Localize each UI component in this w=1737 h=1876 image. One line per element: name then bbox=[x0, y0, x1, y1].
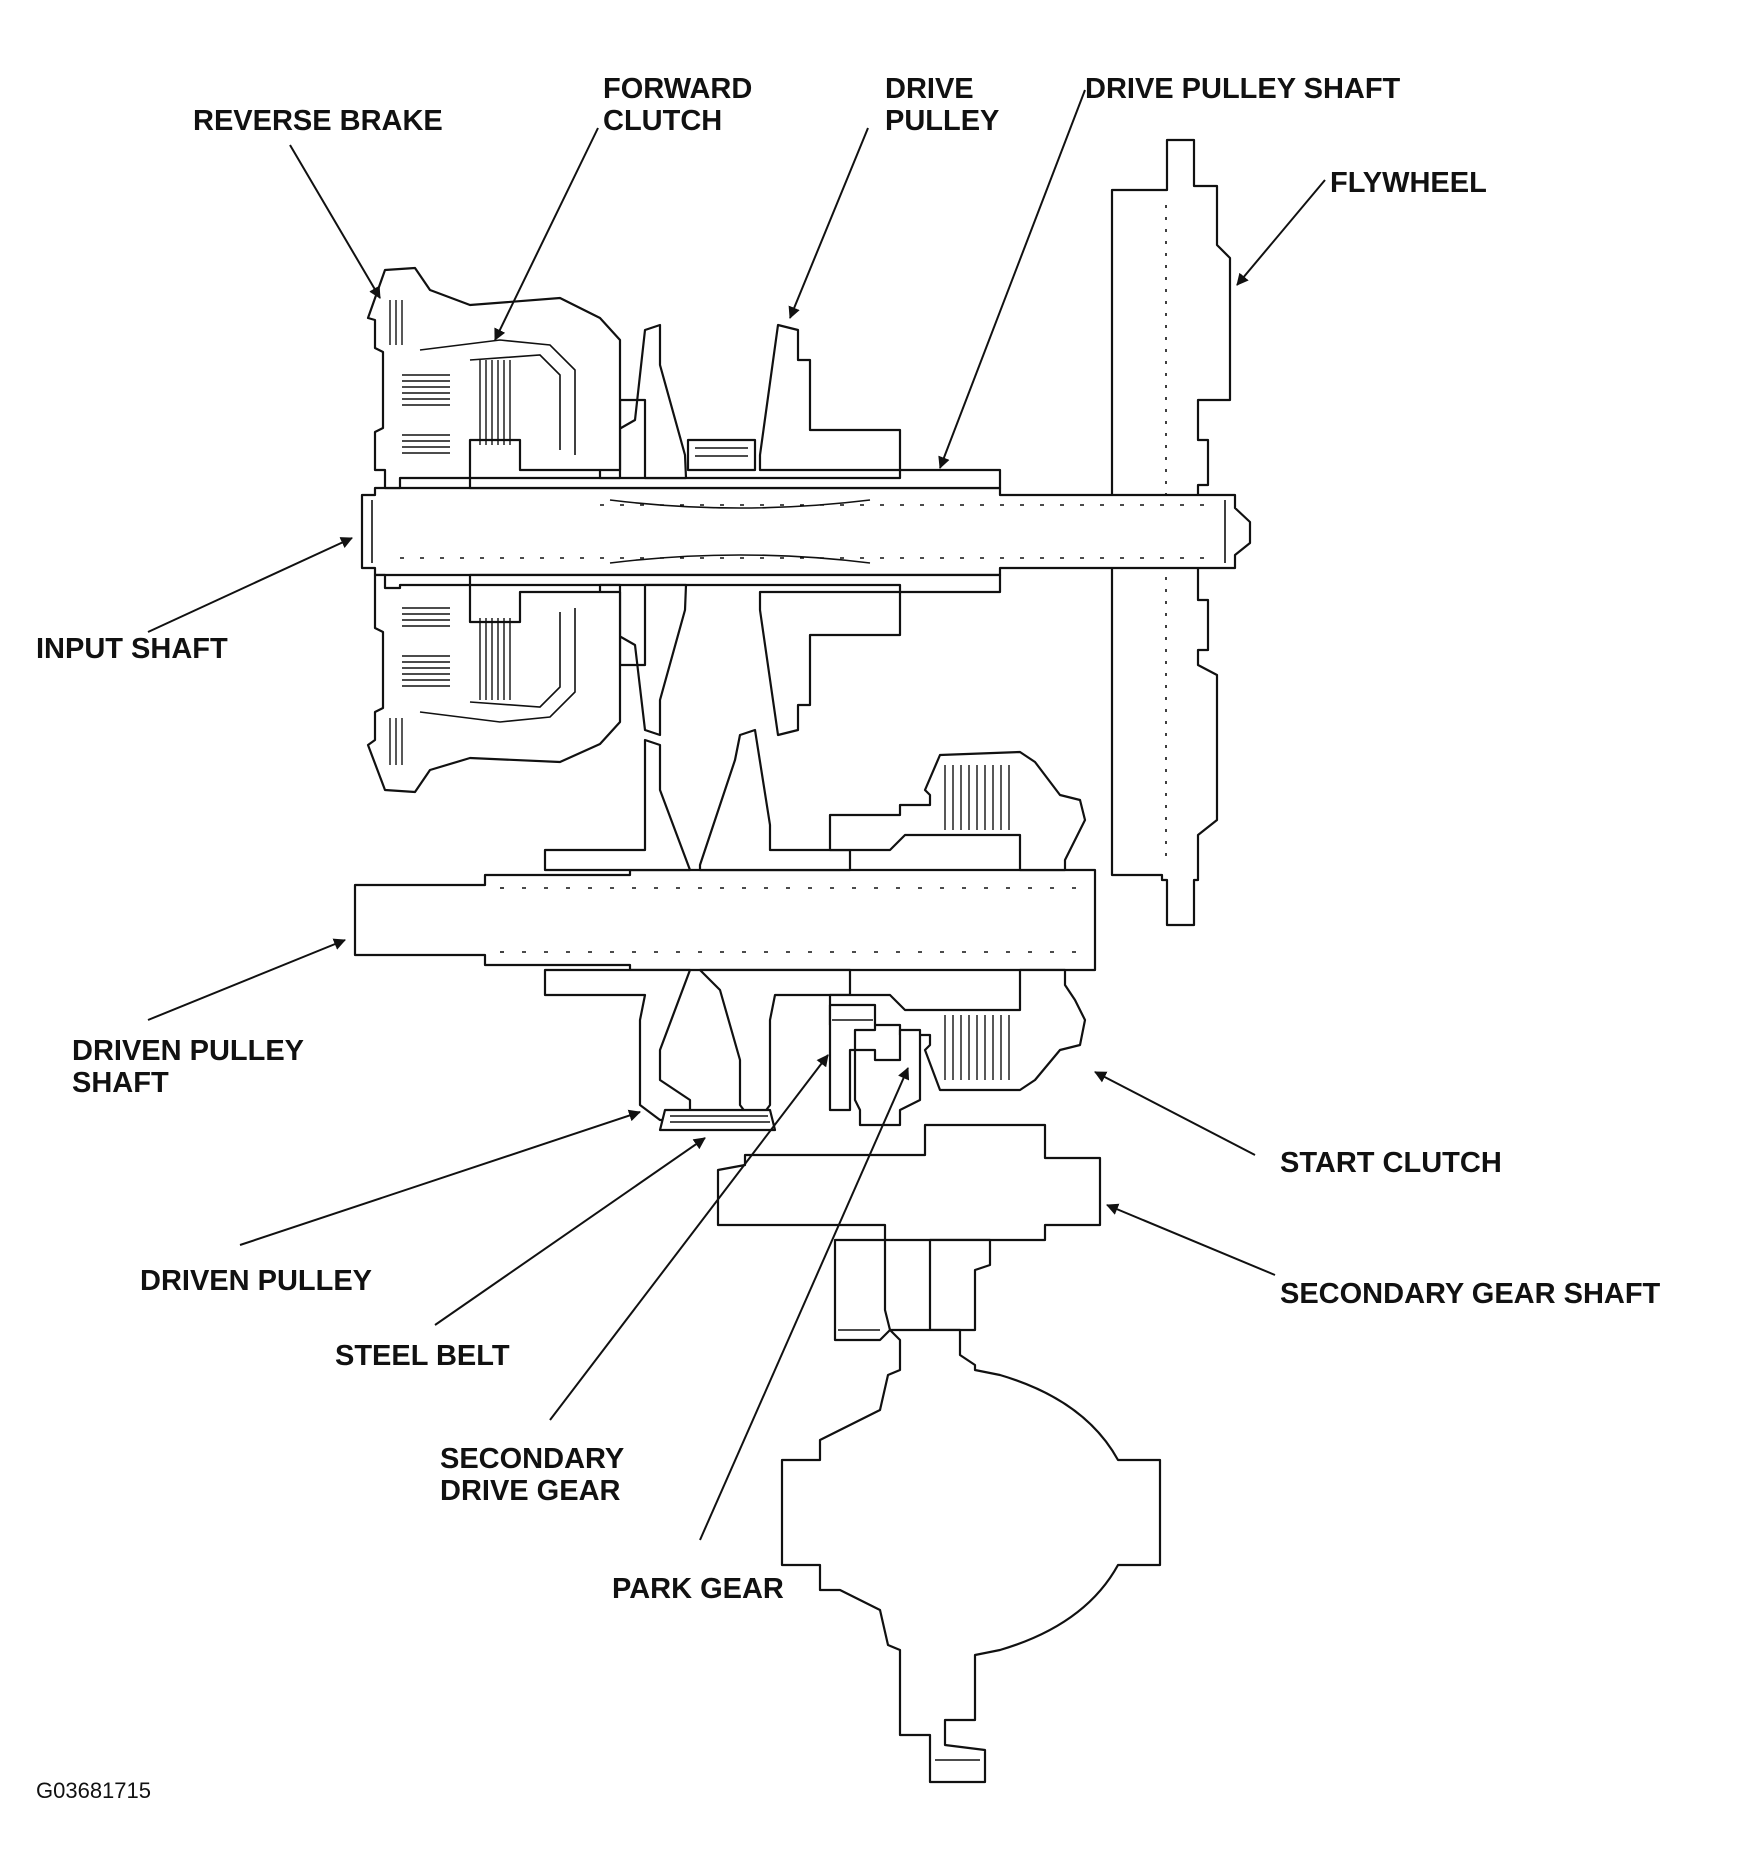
label-forward-clutch-line2: CLUTCH bbox=[603, 105, 722, 137]
secondary-gear-shaft-part bbox=[716, 1123, 1102, 1342]
differential-part bbox=[780, 1328, 1162, 1784]
leader-lines bbox=[147, 89, 1326, 1541]
secondary-drive-gear-part bbox=[828, 1003, 922, 1127]
leader-park-gear bbox=[699, 1067, 910, 1541]
label-driven-pulley-shaft-line1: DRIVEN PULLEY bbox=[72, 1035, 304, 1067]
leader-steel-belt bbox=[434, 1137, 706, 1326]
label-drive-pulley-line2: PULLEY bbox=[885, 105, 999, 137]
leader-secondary-gear-shaft bbox=[1106, 1203, 1276, 1276]
label-forward-clutch-line1: FORWARD bbox=[603, 73, 752, 105]
label-secondary-drive-gear-line2: DRIVE GEAR bbox=[440, 1475, 621, 1507]
label-secondary-gear-shaft: SECONDARY GEAR SHAFT bbox=[1280, 1278, 1661, 1310]
leader-secondary-drive-gear bbox=[549, 1054, 829, 1421]
label-drive-pulley-shaft: DRIVE PULLEY SHAFT bbox=[1085, 73, 1401, 105]
leader-input-shaft bbox=[147, 537, 353, 633]
driven-pulley-shaft-part bbox=[353, 868, 1097, 972]
label-steel-belt: STEEL BELT bbox=[335, 1340, 510, 1372]
label-reverse-brake: REVERSE BRAKE bbox=[193, 105, 443, 137]
leader-drive-pulley-shaft bbox=[938, 89, 1086, 469]
labels: REVERSE BRAKE FORWARD CLUTCH DRIVE PULLE… bbox=[36, 73, 1661, 1803]
leader-drive-pulley bbox=[788, 127, 869, 319]
leader-flywheel bbox=[1236, 179, 1326, 286]
label-driven-pulley-shaft-line2: SHAFT bbox=[72, 1067, 169, 1099]
drive-pulley-part bbox=[598, 323, 902, 737]
figure-code: G03681715 bbox=[36, 1778, 151, 1803]
label-park-gear: PARK GEAR bbox=[612, 1573, 784, 1605]
leader-start-clutch bbox=[1094, 1071, 1256, 1156]
label-input-shaft: INPUT SHAFT bbox=[36, 633, 228, 665]
driven-pulley-part bbox=[543, 728, 852, 1132]
label-drive-pulley-line1: DRIVE bbox=[885, 73, 974, 105]
leader-forward-clutch bbox=[494, 127, 599, 341]
label-start-clutch: START CLUTCH bbox=[1280, 1147, 1502, 1179]
leader-reverse-brake bbox=[289, 144, 381, 299]
label-secondary-drive-gear-line1: SECONDARY bbox=[440, 1443, 624, 1475]
label-driven-pulley: DRIVEN PULLEY bbox=[140, 1265, 372, 1297]
upper-shaft-part bbox=[360, 486, 1252, 577]
clutch-housing-part bbox=[366, 266, 622, 794]
leader-driven-pulley-shaft bbox=[147, 938, 346, 1021]
leader-driven-pulley bbox=[239, 1109, 641, 1246]
label-flywheel: FLYWHEEL bbox=[1330, 167, 1487, 199]
start-clutch-part bbox=[828, 750, 1087, 1092]
